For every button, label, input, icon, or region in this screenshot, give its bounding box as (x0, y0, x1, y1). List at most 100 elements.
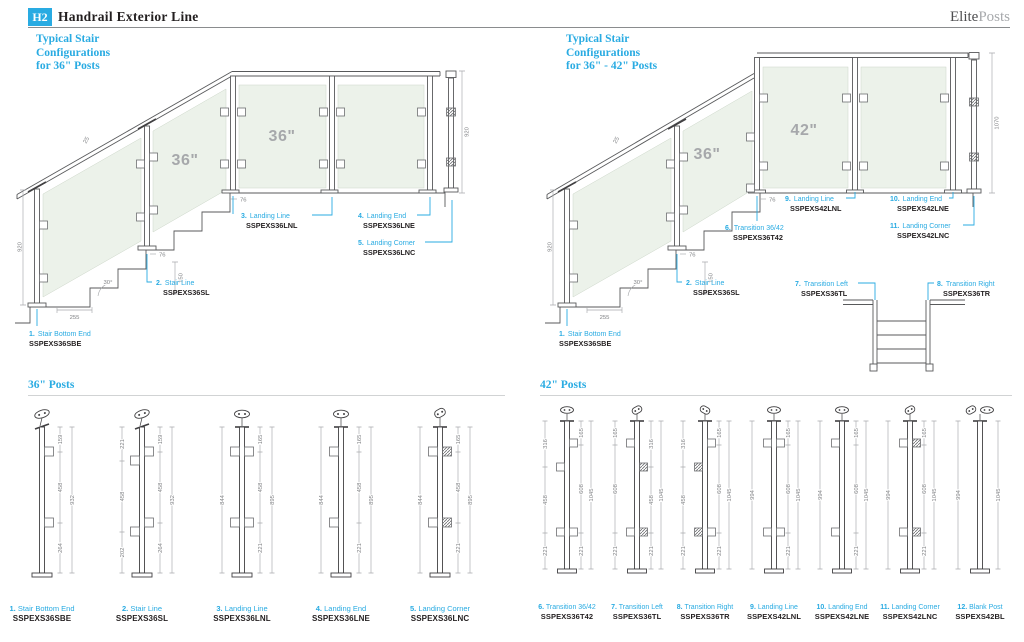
dim-label: 165 (357, 434, 363, 445)
callouts: 1.Stair Bottom End SSPEXS36SBE 2.Stair L… (29, 196, 453, 348)
dim-label: 994 (750, 489, 756, 500)
dim-label: 458 (258, 482, 264, 493)
dim-label: 316 (681, 438, 687, 449)
dim-label: 458 (543, 494, 549, 505)
callout-1: 1.Stair Bottom End (559, 331, 621, 338)
dim-label: 994 (956, 489, 962, 500)
dim-label: 221 (120, 439, 126, 449)
stair-diagram-36: 36" 36" 920 25 30° 150 255 76 76 920 1.S… (15, 70, 472, 348)
section-heading-42: 42" Posts (540, 379, 587, 391)
dim-label: 221 (579, 546, 585, 556)
dim-label: 221 (681, 546, 687, 556)
dim-label: 221 (717, 546, 723, 556)
dim-label: 30° (104, 280, 113, 286)
dim-label: 316 (543, 438, 549, 449)
corner-bracket-icon (631, 405, 643, 415)
dim-label: 920 (548, 241, 554, 252)
dim-label: 255 (70, 315, 81, 321)
brand-elite: Elite (949, 9, 979, 25)
dim-label: 458 (357, 482, 363, 493)
dim-label: 608 (717, 483, 723, 494)
stair-structure (15, 70, 459, 324)
dim-label: 221 (456, 543, 462, 553)
dim-label: 994 (886, 489, 892, 500)
section-tag: H2 (28, 8, 52, 26)
diagram36-title: Typical Stair Configurations for 36" Pos… (36, 33, 111, 72)
post-figure-9: 994 165 608 221 1045 (749, 406, 803, 574)
dim-label: 165 (786, 427, 792, 438)
corner-bracket-icon (965, 405, 977, 415)
dim-label: 221 (357, 543, 363, 553)
dim-label: 316 (649, 438, 655, 449)
callout-2: 2.Stair Line (686, 280, 725, 287)
glass-size-landing: 36" (269, 128, 296, 145)
page-title: Handrail Exterior Line (58, 9, 199, 24)
post-label-9: 9. Landing Line SSPEXS42LNL (746, 604, 802, 621)
post-figure-3: 844 165 458 221 895 (219, 409, 277, 578)
dim-label: 844 (319, 494, 325, 505)
dim-label: 76 (689, 253, 696, 259)
dim-label: 165 (258, 434, 264, 445)
callout-10-code: SSPEXS42LNE (897, 204, 949, 213)
dim-label: 458 (58, 482, 64, 493)
dim-label: 25 (83, 136, 92, 145)
dim-label: 1045 (589, 488, 595, 502)
dim-label: 608 (922, 483, 928, 494)
dim-label: 608 (786, 483, 792, 494)
callout-11: 11.Landing Corner (890, 223, 951, 230)
callout-2-code: SSPEXS36SL (163, 288, 210, 297)
dim-label: 165 (613, 427, 619, 438)
dim-label: 264 (58, 542, 64, 553)
dim-label: 458 (158, 482, 164, 493)
dim-label: 895 (270, 494, 276, 505)
corner-bracket-icon (434, 407, 446, 419)
transition-plan-inset (843, 299, 965, 372)
callout-9-code: SSPEXS42LNL (790, 204, 842, 213)
dim-label: 608 (613, 483, 619, 494)
section-heading-36: 36" Posts (28, 379, 75, 391)
rail-bracket-icon (134, 409, 150, 419)
brand-posts: Posts (978, 9, 1010, 25)
dim-label: 76 (769, 198, 776, 204)
callout-6-code: SSPEXS36T42 (733, 233, 783, 242)
dim-label: 202 (120, 548, 126, 558)
post-figure-11: 994 165 608 221 1045 (885, 405, 939, 574)
callouts: 1.Stair Bottom End SSPEXS36SBE 2.Stair L… (559, 192, 995, 348)
dim-label: 165 (854, 427, 860, 438)
dim-label: 221 (854, 546, 860, 556)
header-rule (28, 27, 1010, 28)
dim-label: 1045 (932, 488, 938, 502)
glass-panels (42, 84, 425, 298)
dim-label: 165 (717, 427, 723, 438)
dim-label: 1045 (996, 488, 1002, 502)
dim-label: 895 (468, 494, 474, 505)
callout-6: 6.Transition 36/42 (725, 225, 784, 232)
post-label-8: 8. Transition Right SSPEXS36TR (676, 604, 734, 621)
dim-label: 255 (600, 315, 611, 321)
glass-size-landing: 42" (791, 122, 818, 139)
dim-label: 920 (18, 241, 24, 252)
dim-label: 458 (120, 491, 126, 502)
dim-label: 844 (220, 494, 226, 505)
corner-bracket-icon (904, 405, 916, 415)
glass-clamps (39, 107, 426, 283)
dim-label: 221 (786, 546, 792, 556)
callout-7-code: SSPEXS36TL (801, 289, 848, 298)
rail-bracket-icon (234, 409, 250, 419)
post-figure-5: 844 165 458 221 895 (417, 407, 475, 578)
dim-label: 1045 (796, 488, 802, 502)
rail-bracket-icon (835, 406, 849, 414)
rail-bracket-icon (767, 406, 781, 414)
callout-4-code: SSPEXS36LNE (363, 221, 415, 230)
dim-label: 221 (613, 546, 619, 556)
dimensions: 920 25 30° 150 255 76 76 920 (17, 70, 472, 322)
dim-label: 159 (158, 435, 164, 445)
dim-label: 221 (258, 543, 264, 553)
post-figure-4: 844 165 458 221 895 (318, 409, 376, 578)
post-label-11: 11. Landing Corner SSPEXS42LNC (880, 604, 940, 621)
dim-label: 221 (649, 546, 655, 556)
callout-5-code: SSPEXS36LNC (363, 248, 416, 257)
dim-label: 165 (456, 434, 462, 445)
post-label-6: 6. Transition 36/42 SSPEXS36T42 (538, 604, 596, 621)
callout-7: 7.Transition Left (795, 281, 848, 288)
